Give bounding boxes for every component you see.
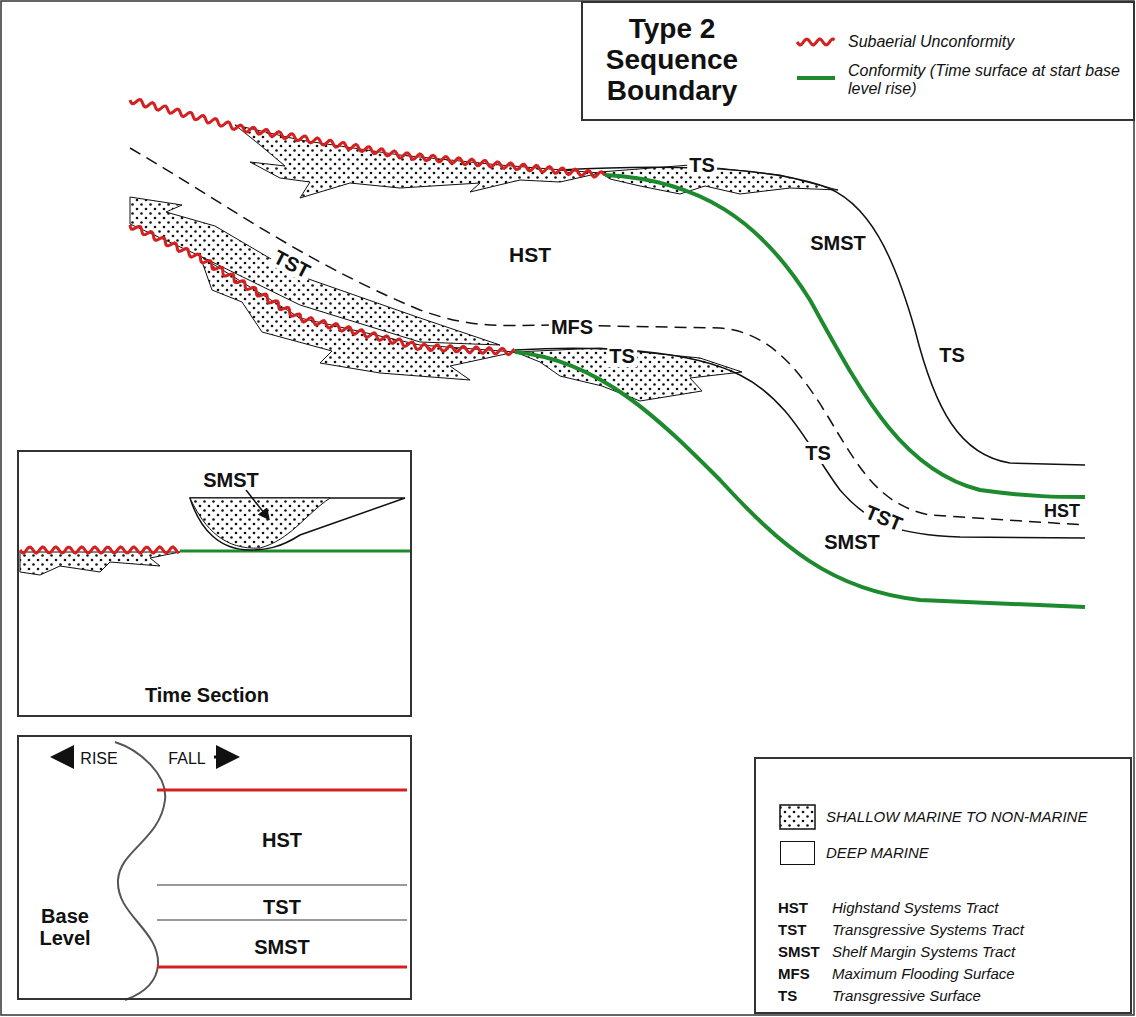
abbreviation-text: Transgressive Surface — [832, 988, 981, 1005]
unconformity-line — [130, 100, 605, 177]
time-section-box: SMST Time Section — [17, 450, 412, 717]
leader-line — [246, 490, 268, 518]
box-text: SMST — [254, 936, 310, 958]
base-level-box: RISE FALL HST TST SMST Base Level — [17, 735, 412, 1000]
abbreviation-text: Shelf Margin Systems Tract — [832, 944, 1015, 961]
legend-text: Subaerial Unconformity — [848, 33, 1014, 51]
shallow-marine-body — [20, 552, 180, 575]
smst-lens-dotted — [190, 498, 330, 548]
tract-label: TS — [687, 154, 717, 176]
tract-label: MFS — [549, 316, 595, 338]
conformity-line — [605, 175, 1085, 497]
maximum-flooding-surface — [130, 148, 1085, 525]
tract-label: TS — [607, 345, 637, 367]
smst-lens — [190, 498, 405, 550]
abbreviation-text: MFS — [778, 966, 810, 983]
rise-arrow — [56, 756, 74, 759]
shallow-marine-body — [200, 256, 515, 380]
header-box — [582, 2, 1134, 120]
abbreviation-text: SMST — [778, 944, 820, 961]
box-text: HST — [262, 829, 302, 851]
tract-label: HST — [1044, 502, 1080, 522]
box-text: RISE — [80, 750, 117, 768]
tract-label: HST — [509, 243, 551, 266]
abbreviation-text: TST — [778, 922, 806, 939]
unconformity-line — [20, 547, 179, 553]
tract-label: SMST — [810, 232, 866, 254]
legend-text: Conformity (Time surface at start base l… — [848, 62, 1128, 97]
fall-arrow — [214, 756, 234, 759]
transgressive-surface — [515, 348, 1085, 538]
abbreviation-text: Highstand Systems Tract — [832, 900, 998, 917]
legend-sample — [797, 76, 835, 80]
tract-boundary-line — [157, 919, 407, 921]
sequence-boundary-line — [157, 789, 407, 792]
diagram-title: Type 2 Sequence Boundary — [587, 14, 757, 106]
base-level-curve — [115, 742, 165, 1000]
abbreviation-text: Maximum Flooding Surface — [832, 966, 1015, 983]
legend-text: SHALLOW MARINE TO NON-MARINE — [826, 809, 1087, 826]
tract-label: SMST — [824, 531, 880, 553]
box-text: Base Level — [30, 905, 100, 949]
unconformity-line — [130, 225, 515, 355]
tract-label: TS — [937, 344, 967, 366]
abbreviation-text: TS — [778, 988, 797, 1005]
legend-swatch — [780, 841, 815, 865]
tract-label: TS — [803, 442, 833, 464]
legend-text: DEEP MARINE — [826, 845, 929, 862]
tract-boundary-line — [157, 884, 407, 886]
legend-box — [755, 758, 1131, 1013]
conformity-line — [180, 550, 410, 553]
box-text: FALL — [168, 750, 205, 768]
abbreviation-text: HST — [778, 900, 808, 917]
box-text: TST — [263, 896, 301, 918]
conformity-line — [515, 352, 1085, 607]
legend-sample — [780, 805, 815, 829]
transgressive-surface — [560, 167, 1085, 465]
abbreviation-text: Transgressive Systems Tract — [832, 922, 1024, 939]
sequence-boundary-line — [157, 966, 407, 969]
box-text: SMST — [203, 469, 259, 491]
box-text: Time Section — [145, 684, 269, 706]
legend-sample — [797, 39, 835, 45]
